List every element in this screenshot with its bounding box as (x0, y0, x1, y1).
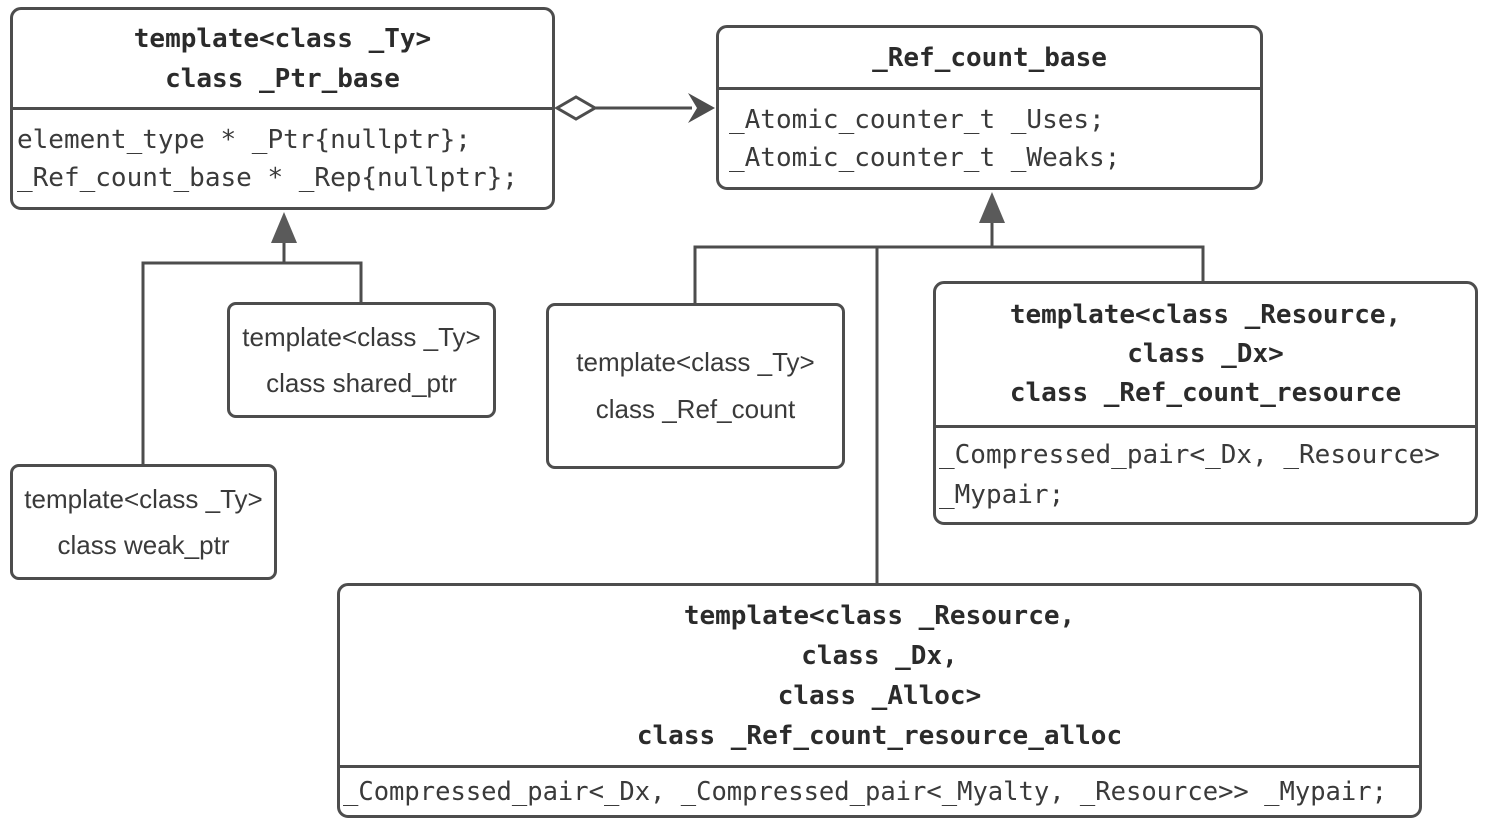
class-text-line: class weak_ptr (57, 530, 230, 560)
aggregation-diamond-icon (554, 95, 598, 121)
inheritance-arrowhead-icon (979, 192, 1005, 223)
member-line: _Atomic_counter_t _Uses; (729, 104, 1105, 135)
class-header: template<class _Resource, class _Dx, cla… (340, 586, 1419, 768)
class-box-ref-count-resource: template<class _Resource, class _Dx> cla… (933, 281, 1478, 525)
inheritance-connector-right (693, 222, 1205, 583)
class-header: template<class _Ty> class _Ptr_base (13, 10, 552, 110)
class-header-line: class _Alloc> (777, 680, 982, 711)
class-header-line: template<class _Resource, (683, 600, 1076, 631)
class-header-line: class _Dx, (801, 640, 958, 671)
class-box-ref-count-resource-alloc: template<class _Resource, class _Dx, cla… (337, 583, 1422, 818)
class-box-ref-count: template<class _Ty> class _Ref_count (546, 303, 845, 469)
class-header: template<class _Resource, class _Dx> cla… (936, 284, 1475, 428)
class-text-line: class _Ref_count (595, 394, 796, 424)
class-header-line: template<class _Ty> (133, 23, 432, 54)
class-box-weak-ptr: template<class _Ty> class weak_ptr (10, 464, 277, 580)
class-members: _Compressed_pair<_Dx, _Resource> _Mypair… (936, 428, 1475, 522)
class-text-line: template<class _Ty> (24, 484, 263, 514)
class-header-line: template<class _Resource, (1009, 300, 1402, 330)
member-line: _Mypair; (939, 480, 1065, 510)
class-box-shared-ptr: template<class _Ty> class shared_ptr (227, 302, 496, 418)
class-header-line: _Ref_count_base (872, 42, 1107, 73)
class-header-line: class _Dx> (1127, 339, 1284, 369)
class-header-line: class _Ref_count_resource_alloc (636, 720, 1123, 751)
member-line: _Ref_count_base * _Rep{nullptr}; (17, 162, 518, 193)
class-box-ref-count-base: _Ref_count_base _Atomic_counter_t _Uses;… (716, 25, 1263, 190)
class-text-line: template<class _Ty> (242, 322, 481, 352)
class-header: _Ref_count_base (719, 28, 1260, 90)
inheritance-arrowhead-icon (271, 212, 297, 243)
member-line: element_type * _Ptr{nullptr}; (17, 124, 471, 155)
member-line: _Compressed_pair<_Dx, _Compressed_pair<_… (343, 776, 1387, 807)
class-members: element_type * _Ptr{nullptr}; _Ref_count… (13, 110, 552, 207)
class-text-line: template<class _Ty> (576, 347, 815, 377)
class-members: _Atomic_counter_t _Uses; _Atomic_counter… (719, 90, 1260, 187)
aggregation-arrowhead-icon (688, 93, 715, 123)
member-line: _Atomic_counter_t _Weaks; (729, 142, 1121, 173)
inheritance-connector-left (141, 241, 363, 464)
class-header-line: class _Ref_count_resource (1009, 378, 1402, 408)
class-header-line: class _Ptr_base (165, 63, 400, 94)
class-text-line: class shared_ptr (266, 368, 457, 398)
class-box-ptr-base: template<class _Ty> class _Ptr_base elem… (10, 7, 555, 210)
member-line: _Compressed_pair<_Dx, _Resource> (939, 440, 1440, 470)
class-members: _Compressed_pair<_Dx, _Compressed_pair<_… (340, 768, 1419, 815)
